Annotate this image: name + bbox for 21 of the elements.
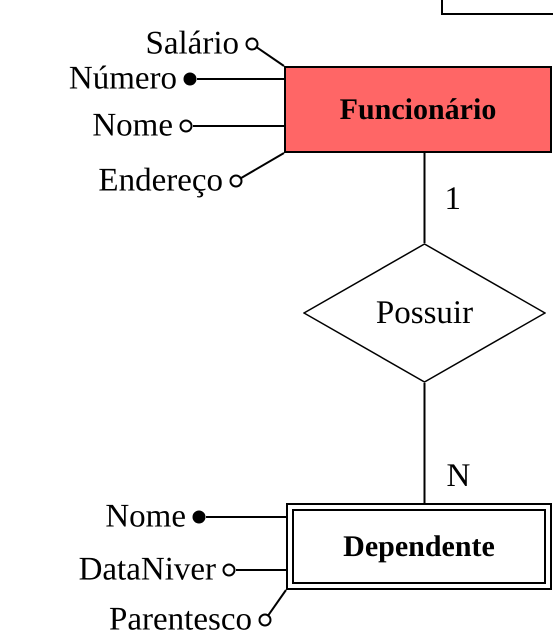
connector-line <box>256 46 285 67</box>
connector-line <box>240 152 284 179</box>
connector-line <box>424 153 426 243</box>
attribute-name: Parentesco <box>109 604 252 634</box>
connector-line <box>206 516 286 518</box>
attribute-name: Número <box>68 62 177 96</box>
relationship-name: Possuir <box>376 294 474 332</box>
entity-box <box>284 66 552 153</box>
weak-entity-box <box>286 503 552 590</box>
entity-name: Dependente <box>343 530 495 564</box>
attribute-name: Salário <box>146 28 239 60</box>
attribute-name: Endereço <box>98 164 223 198</box>
connector-line <box>268 589 287 616</box>
connector-line <box>424 383 426 503</box>
connector-line <box>236 569 286 571</box>
connector-line <box>197 78 284 80</box>
entity-name: Funcionário <box>340 92 496 126</box>
attribute-name: Nome <box>92 110 173 142</box>
connector-line <box>193 125 284 127</box>
attribute-name: DataNiver <box>78 554 216 586</box>
attribute-name: Nome <box>105 500 186 534</box>
